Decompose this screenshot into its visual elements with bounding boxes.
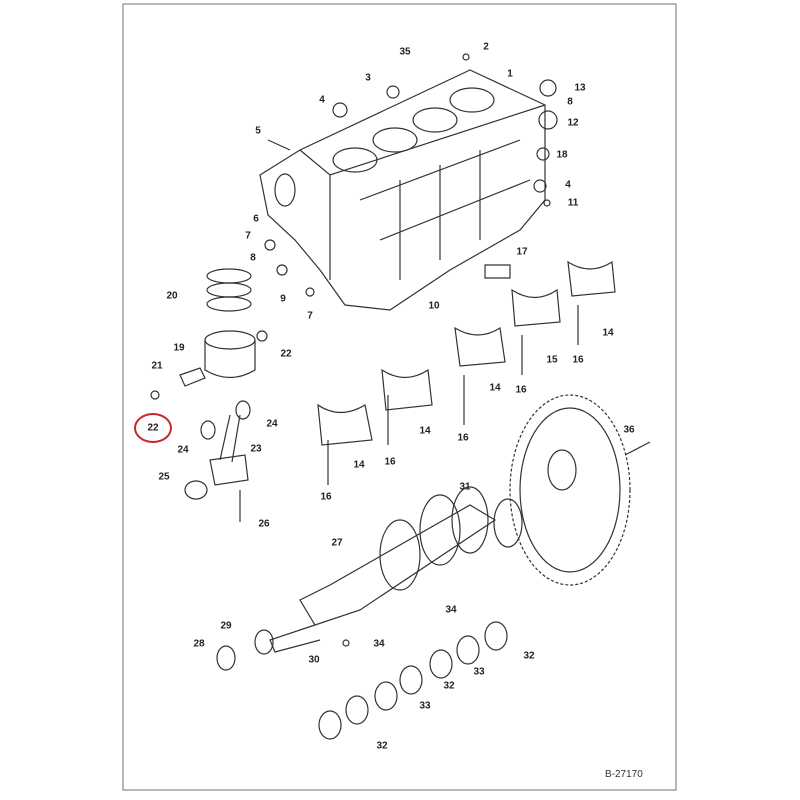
callout-26: 26 [258, 518, 270, 530]
flywheel [493, 394, 651, 586]
diagram-reference-id: B-27170 [605, 769, 643, 780]
callout-33: 33 [419, 700, 431, 712]
callout-32: 32 [443, 680, 455, 692]
callout-28: 28 [193, 638, 205, 650]
callout-19: 19 [173, 342, 185, 354]
callout-27: 27 [331, 537, 343, 549]
callout-23: 23 [250, 443, 262, 455]
callout-1: 1 [507, 68, 513, 80]
callout-2: 2 [483, 41, 489, 53]
small-parts [264, 53, 558, 297]
callout-7: 7 [307, 310, 313, 322]
callout-24: 24 [177, 444, 189, 456]
callout-18: 18 [556, 149, 568, 161]
callout-16: 16 [384, 456, 396, 468]
callout-30: 30 [308, 654, 320, 666]
callout-3: 3 [365, 72, 371, 84]
callout-35: 35 [399, 46, 411, 58]
callout-34: 34 [373, 638, 385, 650]
callout-4: 4 [565, 179, 571, 191]
callout-14: 14 [602, 327, 614, 339]
piston-assembly [150, 268, 268, 522]
callout-25: 25 [158, 471, 170, 483]
callout-34: 34 [445, 604, 457, 616]
callout-36: 36 [623, 424, 635, 436]
callout-14: 14 [419, 425, 431, 437]
callout-16: 16 [457, 432, 469, 444]
callout-17: 17 [516, 246, 528, 258]
callout-22: 22 [280, 348, 292, 360]
callout-10: 10 [428, 300, 440, 312]
callout-8: 8 [250, 252, 256, 264]
callout-6: 6 [253, 213, 259, 225]
callout-14: 14 [489, 382, 501, 394]
callout-31: 31 [459, 481, 471, 493]
crank-bearings [318, 621, 508, 740]
callout-29: 29 [220, 620, 232, 632]
main-bearing-caps [317, 260, 616, 485]
callout-8: 8 [567, 96, 573, 108]
callout-16: 16 [320, 491, 332, 503]
callout-15: 15 [546, 354, 558, 366]
callout-12: 12 [567, 117, 579, 129]
callout-7: 7 [245, 230, 251, 242]
callout-9: 9 [280, 293, 286, 305]
highlight-circle [134, 413, 172, 443]
callout-24: 24 [266, 418, 278, 430]
page-frame [122, 3, 677, 791]
callout-32: 32 [523, 650, 535, 662]
crankshaft [216, 486, 497, 671]
cylinder-block [259, 69, 546, 311]
callout-4: 4 [319, 94, 325, 106]
callout-16: 16 [515, 384, 527, 396]
callout-5: 5 [255, 125, 261, 137]
callout-32: 32 [376, 740, 388, 752]
callout-16: 16 [572, 354, 584, 366]
callout-13: 13 [574, 82, 586, 94]
callout-11: 11 [567, 197, 579, 209]
callout-33: 33 [473, 666, 485, 678]
callout-21: 21 [151, 360, 163, 372]
callout-14: 14 [353, 459, 365, 471]
callout-20: 20 [166, 290, 178, 302]
